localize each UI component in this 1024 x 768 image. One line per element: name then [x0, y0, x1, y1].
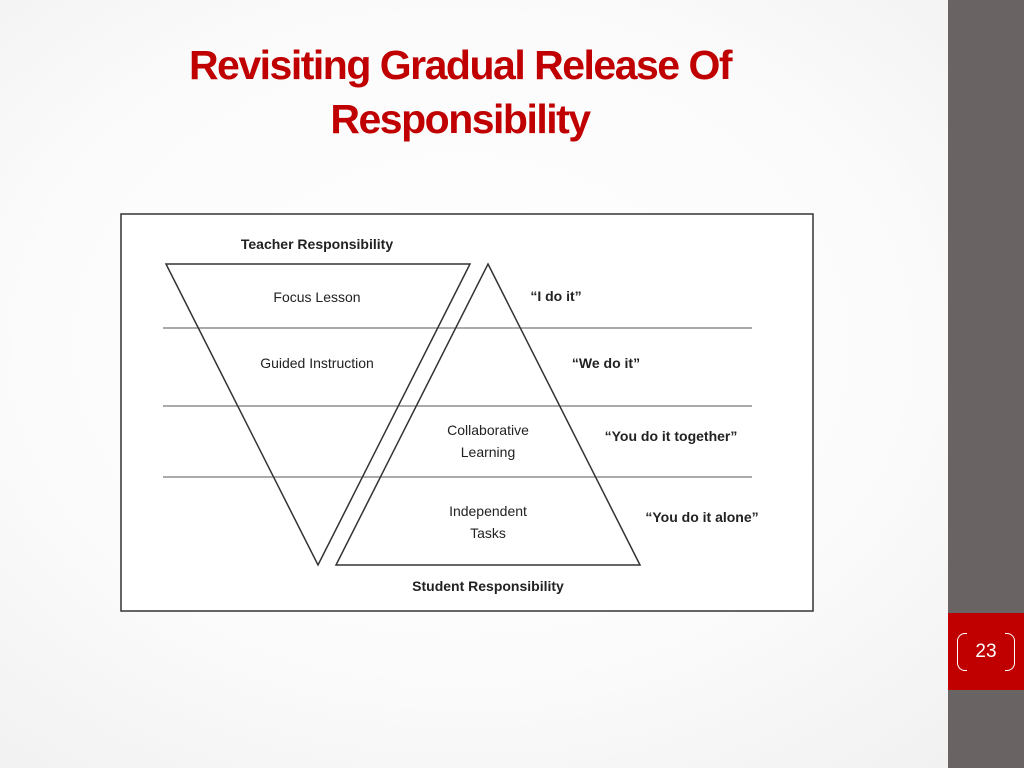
quote-you-do-it-together: “You do it together” — [605, 428, 738, 444]
slide-title: Revisiting Gradual Release Of Responsibi… — [80, 38, 840, 146]
teacher-responsibility-triangle — [164, 263, 472, 567]
stage-label-collaborative-line-2: Learning — [461, 444, 516, 460]
slide-title-line-2: Responsibility — [330, 96, 591, 142]
quote-you-do-it-alone: “You do it alone” — [645, 509, 758, 525]
stage-label-focus-lesson: Focus Lesson — [273, 289, 360, 305]
stage-label-guided-instruction: Guided Instruction — [260, 355, 374, 371]
diagram-frame — [120, 213, 814, 612]
slide-title-line-1: Revisiting Gradual Release Of — [188, 42, 733, 88]
stage-label-independent-line-2: Tasks — [470, 525, 506, 541]
student-responsibility-triangle — [334, 262, 642, 566]
stage-label-collaborative-line-1: Collaborative — [447, 422, 529, 438]
page-number-box: 23 — [948, 613, 1024, 690]
teacher-responsibility-label: Teacher Responsibility — [241, 236, 393, 252]
student-responsibility-label: Student Responsibility — [412, 578, 564, 594]
quote-i-do-it: “I do it” — [530, 288, 581, 304]
page-number: 23 — [975, 641, 997, 662]
quote-we-do-it: “We do it” — [572, 355, 640, 371]
stage-label-independent-line-1: Independent — [449, 503, 527, 519]
left-bracket-icon — [957, 633, 967, 671]
right-bracket-icon — [1005, 633, 1015, 671]
